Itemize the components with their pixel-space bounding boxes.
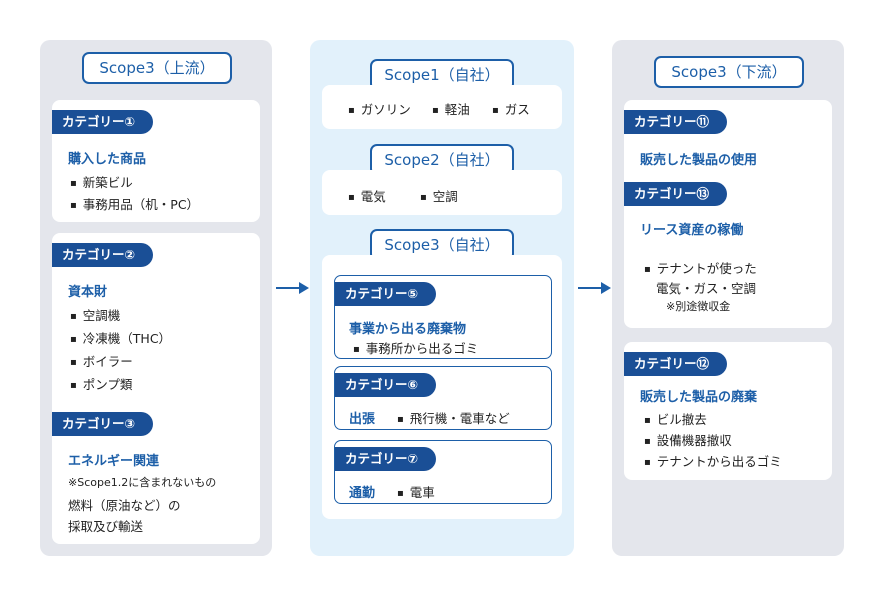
list-item: 新築ビル — [70, 172, 133, 191]
list-item: 事務所から出るゴミ — [353, 338, 479, 357]
category-3-tag: カテゴリー③ — [52, 412, 154, 436]
category-13-heading: リース資産の稼働 — [640, 223, 744, 238]
company-panel: Scope1（自社） ガソリン 軽油 ガス Scope2（自社） 電気 空調 S… — [310, 40, 574, 556]
list-item: 空調 — [420, 186, 458, 205]
category-13-tag: カテゴリー⑬ — [624, 182, 728, 206]
category-11-tag: カテゴリー⑪ — [624, 110, 728, 134]
category-3-line-1: 燃料（原油など）の — [68, 498, 181, 513]
category-12-card: カテゴリー⑫ 販売した製品の廃棄 ビル撤去 設備機器撤収 テナントから出るゴミ — [624, 342, 832, 480]
scope2-card: 電気 空調 — [322, 170, 562, 215]
list-item: ビル撤去 — [644, 409, 707, 428]
list-item: ボイラー — [70, 351, 133, 370]
category-7-card: カテゴリー⑦ 通勤 電車 — [334, 440, 552, 504]
list-item: ガソリン — [348, 99, 411, 118]
category-1-tag: カテゴリー① — [52, 110, 154, 134]
category-5-heading: 事業から出る廃棄物 — [349, 322, 467, 337]
category-1-heading: 購入した商品 — [68, 152, 147, 167]
category-3-note: ※Scope1.2に含まれないもの — [68, 476, 217, 489]
category-7-heading: 通勤 — [349, 486, 376, 501]
category-11-13-card: カテゴリー⑪ 販売した製品の使用 カテゴリー⑬ リース資産の稼働 テナントが使っ… — [624, 100, 832, 328]
list-item: 軽油 — [432, 99, 470, 118]
list-item: 事務用品（机・PC） — [70, 194, 199, 213]
list-item: 電気 — [348, 186, 386, 205]
list-item: テナントが使った — [644, 258, 757, 277]
list-item: 冷凍機（THC） — [70, 328, 171, 347]
category-2-heading: 資本財 — [68, 285, 108, 300]
category-1-card: カテゴリー① 購入した商品 新築ビル 事務用品（机・PC） — [52, 100, 260, 222]
category-6-card: カテゴリー⑥ 出張 飛行機・電車など — [334, 366, 552, 430]
right-arrow-icon — [578, 282, 611, 294]
category-3-heading: エネルギー関連 — [68, 454, 160, 469]
category-7-tag: カテゴリー⑦ — [335, 447, 437, 471]
list-item: ガス — [492, 99, 530, 118]
downstream-title: Scope3（下流） — [654, 56, 804, 88]
upstream-title: Scope3（上流） — [82, 52, 232, 84]
category-12-tag: カテゴリー⑫ — [624, 352, 728, 376]
category-2-tag: カテゴリー② — [52, 243, 154, 267]
downstream-panel: Scope3（下流） カテゴリー⑪ 販売した製品の使用 カテゴリー⑬ リース資産… — [612, 40, 844, 556]
right-arrow-icon — [276, 282, 309, 294]
category-3-line-2: 採取及び輸送 — [68, 519, 144, 534]
list-item-continued: 電気・ガス・空調 — [656, 281, 757, 296]
category-6-heading: 出張 — [349, 412, 376, 427]
scope3-company-card: カテゴリー⑤ 事業から出る廃棄物 事務所から出るゴミ カテゴリー⑥ 出張 飛行機… — [322, 255, 562, 519]
category-12-heading: 販売した製品の廃棄 — [640, 390, 758, 405]
list-item: 飛行機・電車など — [397, 408, 510, 427]
list-item: ポンプ類 — [70, 374, 133, 393]
upstream-panel: Scope3（上流） カテゴリー① 購入した商品 新築ビル 事務用品（机・PC）… — [40, 40, 272, 556]
list-item: 空調機 — [70, 305, 121, 324]
list-item: テナントから出るゴミ — [644, 451, 782, 470]
category-13-note: ※別途徴収金 — [666, 300, 731, 313]
scope1-card: ガソリン 軽油 ガス — [322, 85, 562, 129]
list-item: 設備機器撤収 — [644, 430, 732, 449]
category-5-tag: カテゴリー⑤ — [335, 282, 437, 306]
category-2-card: カテゴリー② 資本財 空調機 冷凍機（THC） ボイラー ポンプ類 — [52, 233, 260, 427]
category-3-card: カテゴリー③ エネルギー関連 ※Scope1.2に含まれないもの 燃料（原油など… — [52, 402, 260, 544]
category-5-card: カテゴリー⑤ 事業から出る廃棄物 事務所から出るゴミ — [334, 275, 552, 359]
category-11-heading: 販売した製品の使用 — [640, 153, 758, 168]
category-6-tag: カテゴリー⑥ — [335, 373, 437, 397]
list-item: 電車 — [397, 482, 435, 501]
